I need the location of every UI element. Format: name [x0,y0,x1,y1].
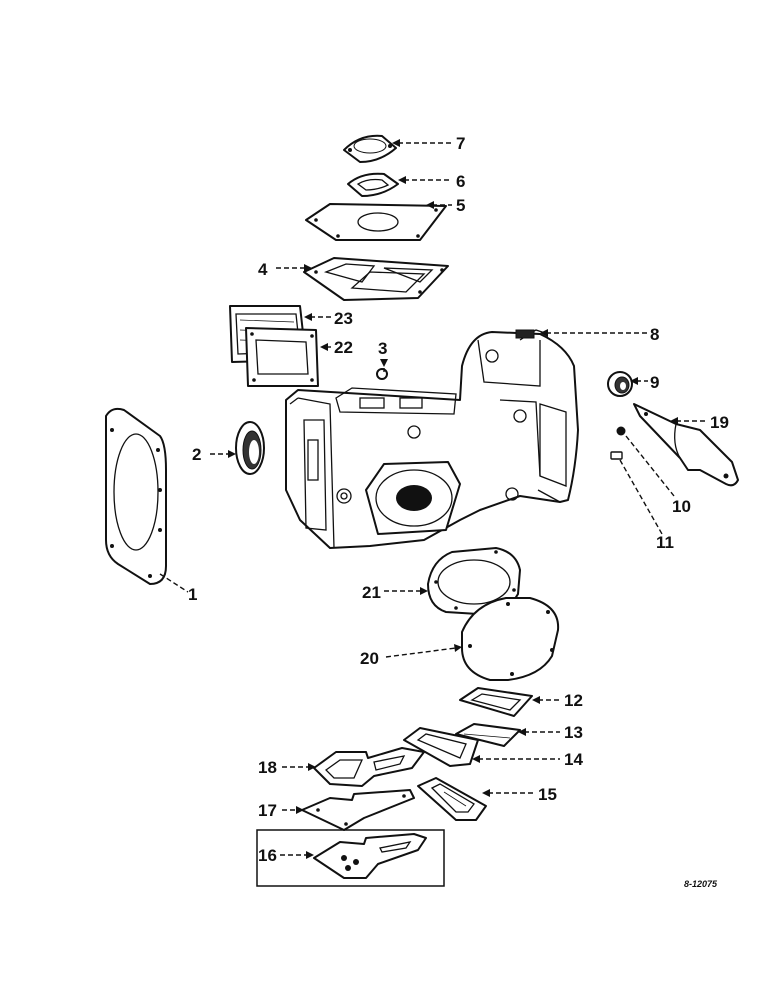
label-23: 23 [334,309,353,328]
part-18-gasket [313,747,425,787]
part-16-box [256,829,445,887]
part-21-gasket [427,547,521,615]
part-4-gasket [303,257,449,301]
part-11-pin [610,451,623,460]
part-17-plate [301,789,415,831]
part-12-gasket [459,687,533,717]
part-15-gasket [417,777,487,821]
label-17: 17 [258,801,277,820]
label-9: 9 [650,373,659,392]
label-6: 6 [456,172,465,191]
part-5-plate [305,203,447,241]
part-2-seal [235,421,265,475]
part-13-plate [455,723,521,747]
label-16: 16 [258,846,277,865]
part-6-gasket [347,172,399,197]
label-1: 1 [188,585,197,604]
part-3-plug [376,368,388,380]
label-22: 22 [334,338,353,357]
label-19: 19 [710,413,729,432]
drawing-code: 8-12075 [684,879,718,889]
part-7-cover [343,134,397,163]
label-14: 14 [564,750,583,769]
part-19-bracket [633,403,739,487]
label-5: 5 [456,196,465,215]
label-21: 21 [362,583,381,602]
label-7: 7 [456,134,465,153]
label-12: 12 [564,691,583,710]
part-labels: 7 6 5 4 23 8 3 22 9 19 2 10 11 21 1 20 1… [188,134,729,889]
label-4: 4 [258,260,268,279]
part-8-housing [285,329,579,549]
part-20-cover [461,597,560,681]
part-16-plate [313,833,427,879]
part-10-ball [616,426,626,436]
part-1-gasket [105,407,167,585]
label-3: 3 [378,339,387,358]
part-14-gasket [403,727,479,767]
label-20: 20 [360,649,379,668]
label-13: 13 [564,723,583,742]
label-15: 15 [538,785,557,804]
label-10: 10 [672,497,691,516]
part-9-seal [607,371,633,397]
label-11: 11 [656,533,674,552]
label-8: 8 [650,325,659,344]
label-2: 2 [192,445,201,464]
leader-lines [159,139,708,859]
part-22-gasket [245,327,319,387]
label-18: 18 [258,758,277,777]
